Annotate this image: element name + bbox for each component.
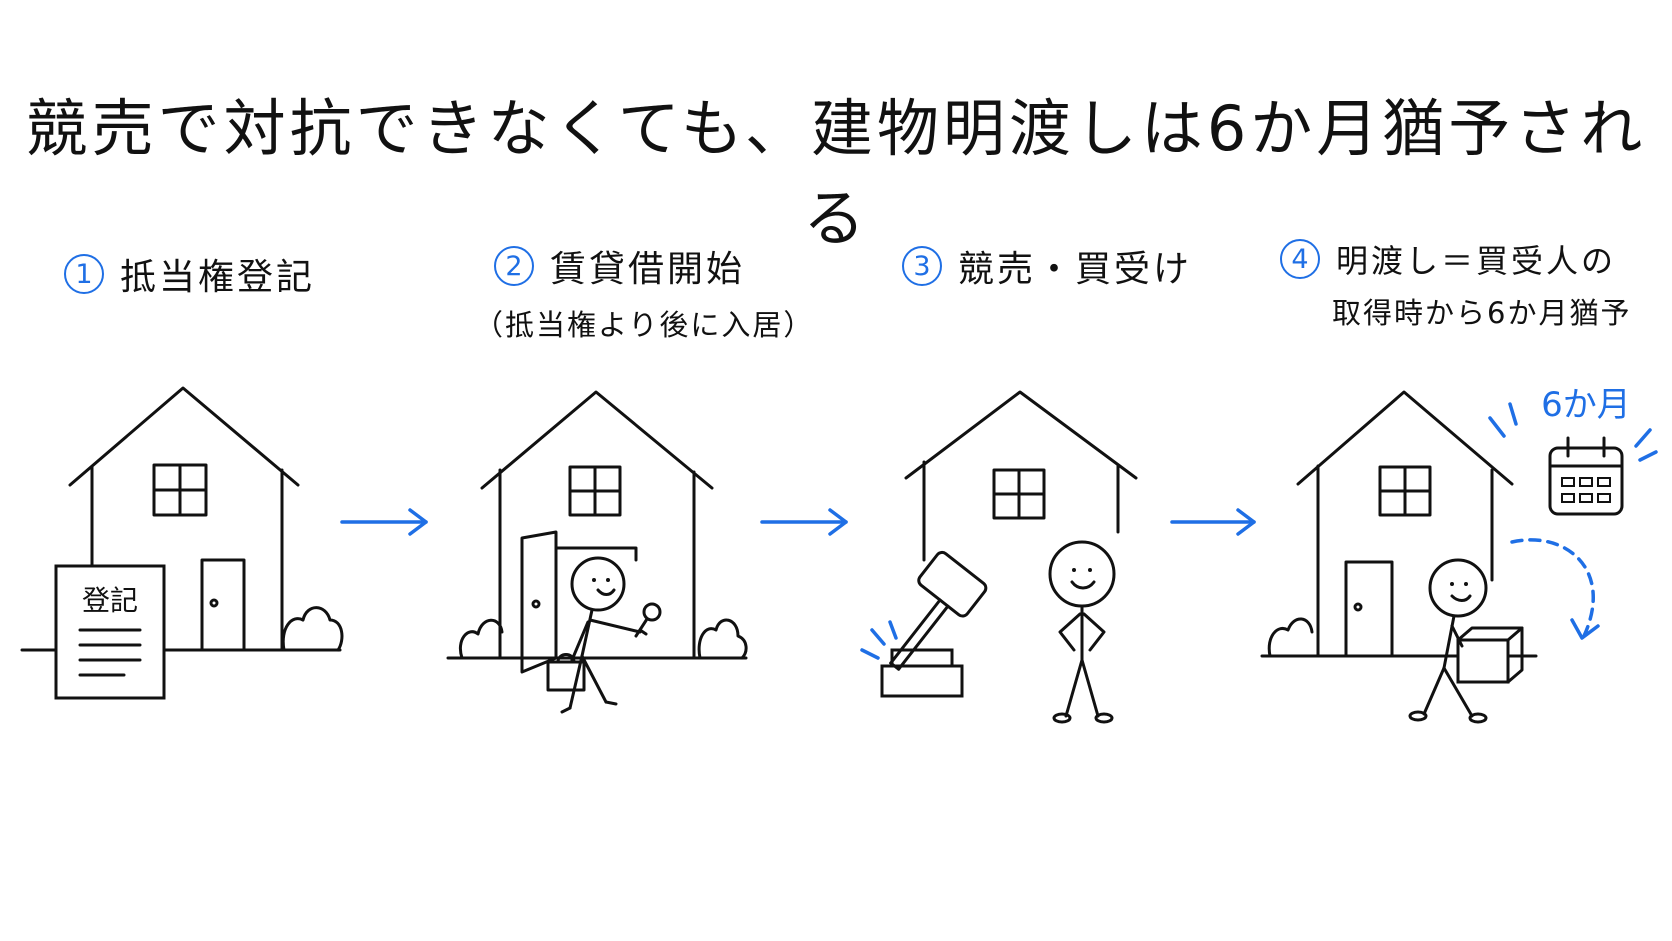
flow-arrow-3 (1170, 508, 1256, 536)
step-number-4: 4 (1280, 239, 1320, 279)
step-sub-4: 取得時から6か月猶予 (1332, 296, 1632, 330)
house-4 (1260, 390, 1538, 658)
step-label-3: 競売・買受け (958, 249, 1193, 290)
house-2 (446, 390, 748, 674)
step-2: 2 賃貸借開始 （抵当権より後に入居） (474, 240, 814, 344)
key-icon (634, 602, 662, 638)
six-month-badge: 6か月 (1541, 385, 1631, 425)
moving-person (1408, 558, 1488, 724)
step-sub-2: （抵当権より後に入居） (474, 308, 815, 342)
step-label-2: 賃貸借開始 (550, 249, 746, 290)
step-number-2: 2 (494, 246, 534, 286)
house-3 (904, 390, 1138, 562)
step-label-1: 抵当権登記 (120, 257, 316, 298)
flow-arrow-1 (340, 508, 428, 536)
curved-arrow (1510, 538, 1600, 640)
step-number-1: 1 (64, 254, 104, 294)
step-number-3: 3 (902, 246, 942, 286)
step-4: 4 明渡し＝買受人の 取得時から6か月猶予 (1280, 236, 1631, 332)
registration-document: 登記 (54, 564, 166, 700)
document-label: 登記 (82, 584, 138, 617)
step-1: 1 抵当権登記 (64, 248, 315, 300)
emphasis-marks (1488, 402, 1658, 462)
calendar-icon (1548, 436, 1624, 516)
step-label-4: 明渡し＝買受人の (1336, 242, 1617, 280)
page-title: 競売で対抗できなくても、建物明渡しは6か月猶予される (25, 92, 1647, 255)
step-3: 3 競売・買受け (902, 240, 1192, 292)
buyer-person (1048, 540, 1116, 724)
gavel-icon (860, 550, 988, 698)
tenant-person (546, 556, 642, 714)
flow-arrow-2 (760, 508, 848, 536)
box-icon (1450, 624, 1524, 684)
